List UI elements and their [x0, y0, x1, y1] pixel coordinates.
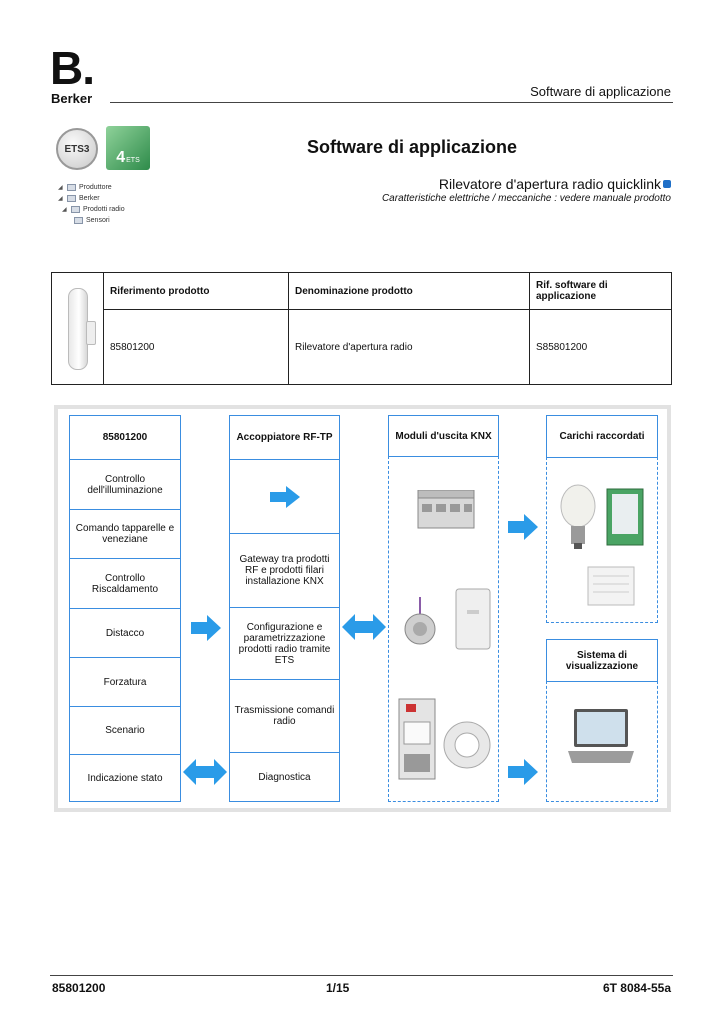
blind-window-image [606, 488, 644, 546]
footer-doc-ref: 6T 8084-55a [602, 981, 671, 995]
catalog-tree: ◢ Produttore ◢ Berker ◢ Prodotti radio S… [58, 184, 125, 224]
tree-item-sensori: Sensori [74, 217, 125, 224]
right-arrow-icon [269, 485, 300, 508]
tree-item-prodotti-radio: ◢ Prodotti radio [62, 206, 125, 213]
footer-product-code: 85801200 [52, 981, 106, 995]
folder-icon [67, 195, 76, 202]
header-rule [110, 102, 673, 103]
ets3-logo-text: ETS3 [64, 143, 90, 155]
product-title-text: Rilevatore d'apertura radio quicklink [438, 176, 661, 192]
table-cell: Rilevatore d'apertura radio [288, 309, 530, 385]
din-rail-actuator-image [417, 490, 475, 529]
radiator-image [587, 566, 635, 606]
double-arrow-icon [183, 759, 227, 785]
din-gateway-image [398, 698, 436, 780]
ets3-logo: ETS3 [56, 128, 98, 170]
laptop-image [568, 709, 634, 763]
folder-icon [67, 184, 76, 191]
function-item: Forzatura [70, 657, 180, 706]
table-header: Rif. software di applicazione [529, 272, 672, 310]
expand-arrow-icon: ◢ [58, 196, 63, 202]
light-bulb-image [560, 484, 596, 549]
ets4-logo-text: ETS [126, 157, 140, 164]
tree-item-label: Produttore [79, 184, 112, 191]
coupler-item: Diagnostica [230, 752, 339, 801]
table-header: Denominazione prodotto [288, 272, 530, 310]
double-arrow-icon [342, 614, 386, 640]
header-section-title: Software di applicazione [530, 84, 671, 99]
tree-item-label: Prodotti radio [83, 206, 125, 213]
wall-module-image [455, 588, 491, 650]
round-device-image [443, 721, 491, 769]
table-header: Riferimento prodotto [103, 272, 289, 310]
right-arrow-icon [508, 514, 538, 540]
tree-item-label: Berker [79, 195, 100, 202]
tree-item-label: Sensori [86, 217, 110, 224]
column-header: Carichi raccordati [546, 415, 658, 458]
tree-item-berker: ◢ Berker [58, 195, 125, 202]
product-image [67, 287, 96, 370]
diagram-column-coupler: Accoppiatore RF-TP Gateway tra prodotti … [229, 415, 340, 802]
expand-arrow-icon: ◢ [58, 185, 63, 191]
tree-item-produttore: ◢ Produttore [58, 184, 125, 191]
function-item: Comando tapparelle e veneziane [70, 509, 180, 558]
product-note: Caratteristiche elettriche / meccaniche … [381, 193, 671, 204]
coupler-item: Trasmissione comandi radio [230, 679, 339, 752]
footer-rule [50, 975, 673, 976]
table-cell: 85801200 [103, 309, 289, 385]
table-cell: S85801200 [529, 309, 672, 385]
diagram-column-product: 85801200 Controllo dell'illuminazione Co… [69, 415, 181, 802]
right-arrow-icon [191, 615, 221, 641]
arrow-cell [230, 459, 339, 533]
column-header: Moduli d'uscita KNX [388, 415, 499, 457]
function-item: Controllo Riscaldamento [70, 558, 180, 608]
function-item: Scenario [70, 706, 180, 754]
column-header: 85801200 [102, 432, 148, 443]
coupler-item: Configurazione e parametrizzazione prodo… [230, 607, 339, 679]
function-item: Distacco [70, 608, 180, 657]
table-header-row: Riferimento prodotto Denominazione prodo… [51, 272, 672, 385]
coupler-item: Gateway tra prodotti RF e prodotti filar… [230, 533, 339, 607]
flush-actuator-image [404, 597, 436, 645]
function-item: Controllo dell'illuminazione [70, 459, 180, 509]
berker-logo-letter: B. [50, 42, 95, 94]
product-title: Rilevatore d'apertura radio quicklink [439, 176, 671, 192]
column-header: Sistema di visualizzazione [546, 639, 658, 682]
function-item: Indicazione stato [70, 754, 180, 801]
right-arrow-icon [508, 759, 538, 785]
product-image-cell [51, 272, 104, 385]
product-table: Riferimento prodotto Denominazione prodo… [51, 272, 672, 385]
ets4-logo-number: 4 [116, 149, 126, 166]
table-row: 85801200 Rilevatore d'apertura radio S85… [52, 309, 672, 385]
folder-icon [74, 217, 83, 224]
column-header: Accoppiatore RF-TP [236, 432, 333, 443]
berker-logo-word: Berker [51, 91, 93, 106]
footer-page-number: 1/15 [326, 981, 350, 995]
quicklink-icon [663, 180, 671, 188]
folder-icon [71, 206, 80, 213]
expand-arrow-icon: ◢ [62, 207, 67, 213]
page-title: Software di applicazione [307, 137, 518, 157]
